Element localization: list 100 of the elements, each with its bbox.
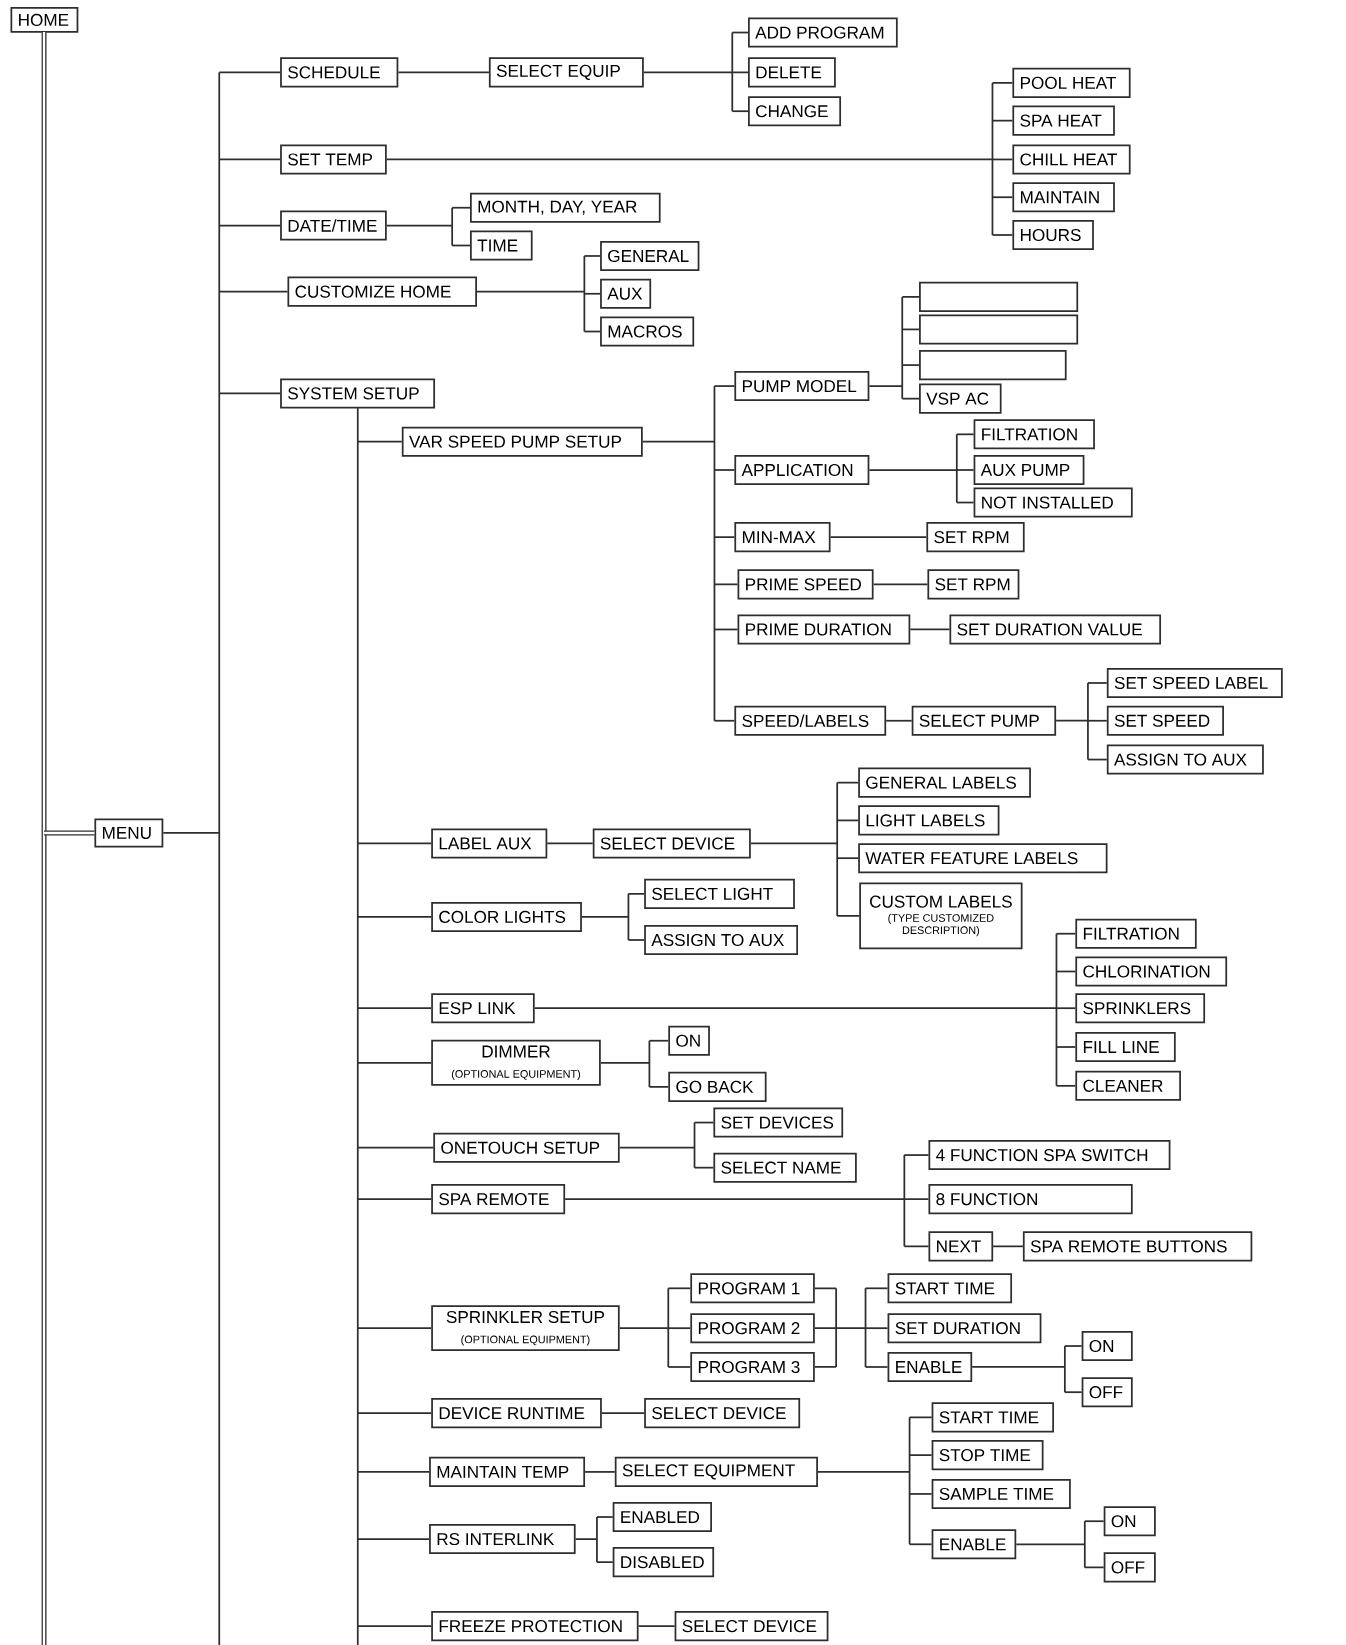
connector-line [397, 71, 490, 74]
menu-box: SPA HEAT [1012, 105, 1115, 136]
connector-line [693, 1166, 715, 1169]
connector-line [731, 31, 749, 34]
connector-line [829, 536, 928, 539]
connector-line [955, 469, 975, 471]
menu-box: ENABLE [887, 1351, 973, 1383]
menu-box: PROGRAM 3 [690, 1351, 815, 1383]
connector-line [868, 296, 904, 400]
menu-box: CHILL HEAT [1012, 144, 1131, 175]
connector-line [1087, 758, 1108, 761]
connector-line [903, 1198, 930, 1200]
menu-box: FILTRATION [1075, 918, 1197, 949]
menu-box: MACROS [600, 316, 695, 347]
connector-line [642, 31, 734, 113]
connector-line [574, 1516, 598, 1563]
connector-line [218, 158, 281, 161]
connector-line [218, 392, 281, 395]
menu-box: MIN-MAX [734, 522, 831, 553]
connector-line [564, 1154, 906, 1248]
connector-line [648, 1086, 670, 1088]
menu-box: OFF [1103, 1552, 1156, 1583]
menu-box: SET DURATION [887, 1313, 1042, 1344]
connector-line [667, 1287, 692, 1290]
connector-line [908, 1543, 933, 1546]
menu-box: SPA REMOTE BUTTONS [1022, 1231, 1253, 1262]
menu-box: ASSIGN TO AUX [1106, 744, 1264, 775]
connector-line [44, 830, 95, 836]
connector-line [955, 433, 975, 436]
connector-line [584, 1471, 616, 1473]
connector-line [836, 857, 860, 860]
connector-line [992, 1245, 1024, 1248]
menu-box: SET DURATION VALUE [949, 614, 1162, 645]
connector-line [836, 781, 860, 784]
menu-box: ON [668, 1025, 710, 1056]
connector-line [583, 330, 601, 333]
connector-line [618, 1287, 670, 1368]
menu-box: 4 FUNCTION SPA SWITCH [928, 1140, 1171, 1171]
menu-box: ENABLED [612, 1502, 712, 1533]
connector-line [451, 206, 471, 209]
connector-line [909, 628, 951, 631]
menu-box: OFF [1081, 1377, 1133, 1408]
connector-line [627, 892, 646, 895]
connector-line [1083, 1566, 1105, 1569]
menu-box: SPEED/LABELS [734, 705, 887, 736]
connector-line [385, 82, 994, 236]
connector-line [451, 244, 471, 247]
connector-line [356, 1146, 435, 1149]
connector-line [667, 1366, 692, 1368]
connector-line [864, 1287, 889, 1290]
menu-box: SET DEVICES [713, 1107, 844, 1138]
menu-box: LIGHT LABELS [858, 805, 1000, 836]
connector-line [1055, 1084, 1077, 1087]
menu-box: FILL LINE [1075, 1031, 1176, 1063]
connector-line [546, 842, 594, 845]
connector-line [885, 719, 913, 722]
connector-line [618, 1121, 696, 1169]
connector-line [991, 119, 1014, 122]
connector-line [903, 1245, 930, 1248]
connector-line [991, 234, 1014, 236]
connector-line [713, 719, 736, 722]
menu-box: SPRINKLERS [1075, 993, 1206, 1024]
menu-box: SELECT DEVICE [592, 828, 751, 859]
connector-line [693, 1121, 715, 1124]
connector-line [218, 290, 289, 293]
menu-box: AUX PUMP [973, 454, 1085, 486]
menu-box: ADD PROGRAM [748, 17, 898, 48]
menu-box: SELECT LIGHT [644, 878, 795, 909]
menu-box: STOP TIME [931, 1440, 1044, 1471]
connector-line [356, 406, 359, 1645]
menu-box: SELECT EQUIP [488, 57, 644, 88]
connector-line [356, 440, 403, 443]
connector-line [1055, 970, 1077, 973]
connector-line [356, 842, 433, 845]
menu-box: SAMPLE TIME [931, 1478, 1071, 1509]
connector-line [903, 1154, 930, 1156]
menu-box: GENERAL [600, 240, 700, 272]
connector-line [955, 501, 975, 504]
connector-line [627, 939, 646, 941]
connector-line [901, 296, 920, 298]
menu-box: RS INTERLINK [429, 1524, 576, 1555]
menu-box: GENERAL LABELS [858, 767, 1031, 798]
menu-box: SELECT EQUIPMENT [614, 1456, 818, 1487]
menu-box: SET RPM [926, 522, 1025, 553]
menu-box: CHANGE [748, 96, 842, 127]
menu-box: SPRINKLER SETUP (OPTIONAL EQUIPMENT) [431, 1305, 620, 1352]
menu-box: CHLORINATION [1075, 956, 1228, 987]
connector-line [908, 1416, 933, 1419]
blank-box [919, 314, 1079, 345]
connector-line [356, 1007, 433, 1010]
menu-box: SET SPEED [1106, 705, 1224, 736]
connector-line [476, 255, 586, 333]
connector-line [991, 158, 1014, 161]
connector-line [385, 206, 454, 247]
menu-box: GO BACK [668, 1071, 767, 1102]
connector-line [713, 628, 739, 631]
menu-box: HOURS [1012, 219, 1094, 251]
menu-box: DIMMER (OPTIONAL EQUIPMENT) [431, 1039, 601, 1086]
connector-line [731, 71, 749, 74]
menu-box: SPA REMOTE [431, 1184, 566, 1215]
